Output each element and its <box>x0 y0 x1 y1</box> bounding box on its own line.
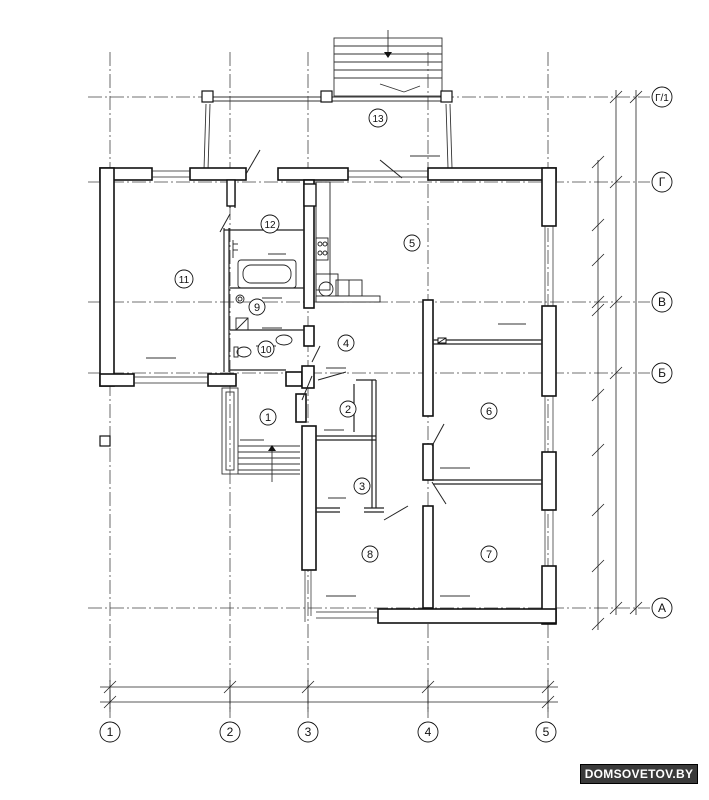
room-number: 4 <box>343 338 349 350</box>
axis-bubbles-vertical: 1 2 3 4 5 <box>99 721 557 743</box>
axis-label: Б <box>658 366 666 380</box>
room-marker-3: 3 <box>353 477 371 495</box>
axis-label: Г <box>659 175 666 189</box>
room-marker-2: 2 <box>339 400 357 418</box>
axis-bubble-3: 3 <box>297 721 319 743</box>
room-marker-9: 9 <box>248 298 266 316</box>
room-number: 8 <box>367 549 373 561</box>
bathroom-fixtures <box>232 240 297 358</box>
area-marks <box>146 155 526 597</box>
axis-label: А <box>658 601 666 615</box>
axis-label: В <box>658 295 666 309</box>
outdoor-column <box>99 435 111 447</box>
axis-bubbles-horizontal: Г/1 Г В Б А <box>651 86 673 619</box>
dimension-lines <box>100 90 643 712</box>
arrow-up-icon <box>268 445 276 451</box>
watermark-badge: DOMSOVETOV.BY <box>580 764 698 784</box>
top-steps <box>333 30 443 97</box>
axis-label: 5 <box>543 725 550 739</box>
room-number: 3 <box>359 481 365 493</box>
axis-bubble-b: Б <box>651 362 673 384</box>
room-marker-10: 10 <box>257 340 275 358</box>
arrow-down-icon <box>384 52 392 58</box>
axis-label: 2 <box>227 725 234 739</box>
room-number: 2 <box>345 404 351 416</box>
room-marker-6: 6 <box>480 402 498 420</box>
axis-bubble-g: Г <box>651 171 673 193</box>
axis-bubble-v: В <box>651 291 673 313</box>
entrance-stairs <box>221 387 300 482</box>
partitions <box>223 180 542 513</box>
room-number: 5 <box>409 238 415 250</box>
axis-label: 3 <box>305 725 312 739</box>
room-number: 1 <box>265 412 271 424</box>
room-number: 7 <box>486 549 492 561</box>
room-number: 9 <box>254 302 260 314</box>
doors <box>219 149 447 521</box>
room-marker-12: 12 <box>260 214 280 234</box>
axis-bubble-a: А <box>651 597 673 619</box>
room-number: 6 <box>486 406 492 418</box>
room-marker-7: 7 <box>480 545 498 563</box>
axis-bubble-g1: Г/1 <box>651 86 673 108</box>
axis-bubble-2: 2 <box>219 721 241 743</box>
axis-bubble-1: 1 <box>99 721 121 743</box>
room-marker-5: 5 <box>403 234 421 252</box>
axis-bubble-4: 4 <box>417 721 439 743</box>
axis-label: Г/1 <box>655 93 669 104</box>
room-marker-11: 11 <box>174 269 194 289</box>
axis-bubble-5: 5 <box>535 721 557 743</box>
kitchen <box>315 181 381 303</box>
axis-label: 1 <box>107 725 114 739</box>
windows <box>134 170 554 622</box>
room-marker-4: 4 <box>337 334 355 352</box>
room-number: 10 <box>260 345 272 356</box>
axis-label: 4 <box>425 725 432 739</box>
room-marker-13: 13 <box>368 108 388 128</box>
room-number: 11 <box>179 275 190 286</box>
closet-blocks <box>226 179 317 207</box>
room-marker-1: 1 <box>259 408 277 426</box>
room-markers: 1 2 3 4 5 6 7 8 <box>174 108 498 563</box>
room-number: 12 <box>264 220 276 231</box>
terrace-posts <box>201 90 453 103</box>
room-marker-8: 8 <box>361 545 379 563</box>
vent-marker-line <box>437 337 447 344</box>
room-number: 13 <box>372 114 384 125</box>
walls <box>99 167 557 625</box>
